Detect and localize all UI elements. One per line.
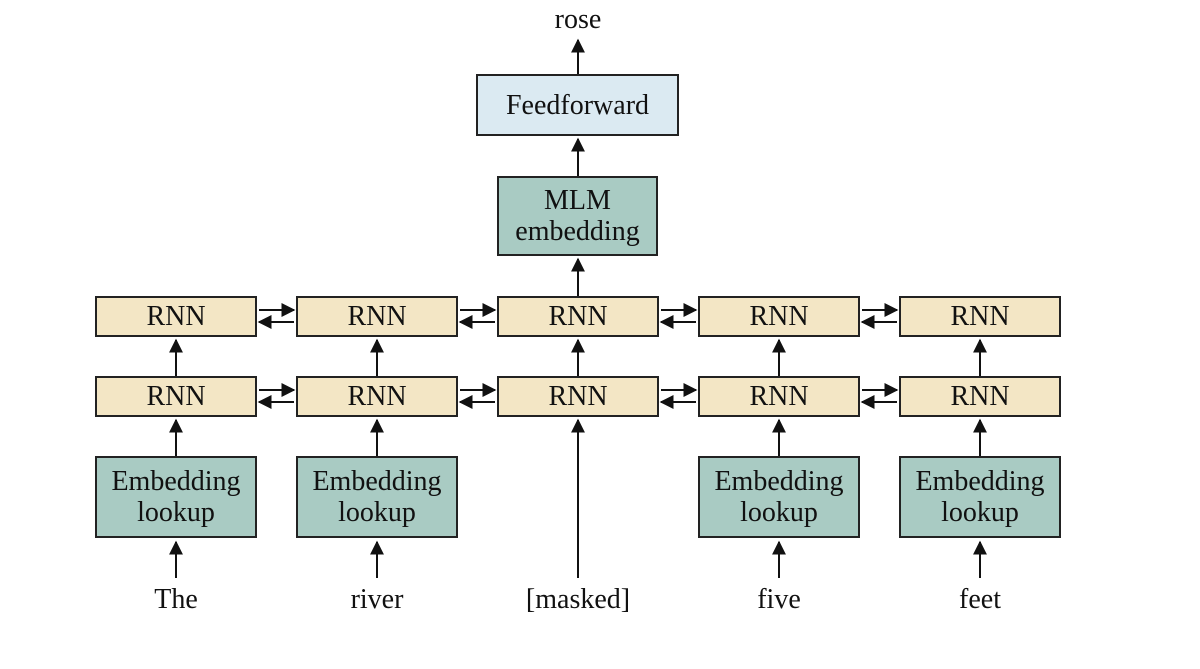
rnn-bottom-2-label: RNN (347, 381, 407, 412)
rnn-top-2-label: RNN (347, 301, 407, 332)
feedforward-box: Feedforward (476, 74, 679, 136)
mlm-embedding-line2: embedding (515, 216, 640, 247)
embedding-lookup-2-line1: Embedding (312, 466, 442, 497)
mlm-embedding-box: MLM embedding (497, 176, 658, 256)
input-word-1: The (154, 584, 198, 615)
mlm-embedding-line1: MLM (544, 185, 611, 216)
rnn-bottom-4-label: RNN (749, 381, 809, 412)
output-word-label: rose (554, 4, 602, 35)
embedding-lookup-5-line2: lookup (941, 497, 1019, 528)
rnn-bottom-3: RNN (497, 376, 659, 417)
input-word-4: five (757, 584, 801, 615)
rnn-top-4-label: RNN (749, 301, 809, 332)
rnn-bottom-4: RNN (698, 376, 860, 417)
rnn-top-1-label: RNN (146, 301, 206, 332)
embedding-lookup-4-line2: lookup (740, 497, 818, 528)
feedforward-label: Feedforward (505, 89, 650, 121)
input-word-3: [masked] (525, 584, 631, 615)
embedding-lookup-1-line1: Embedding (111, 466, 241, 497)
rnn-bottom-2: RNN (296, 376, 458, 417)
rnn-top-3-label: RNN (548, 301, 608, 332)
rnn-top-5: RNN (899, 296, 1061, 337)
input-word-2: river (350, 584, 404, 615)
rnn-top-2: RNN (296, 296, 458, 337)
input-word-5: feet (959, 584, 1001, 615)
rnn-bottom-3-label: RNN (548, 381, 608, 412)
rnn-bottom-1-label: RNN (146, 381, 206, 412)
embedding-lookup-2-line2: lookup (338, 497, 416, 528)
embedding-lookup-1-line2: lookup (137, 497, 215, 528)
rnn-top-5-label: RNN (950, 301, 1010, 332)
rnn-bottom-5-label: RNN (950, 381, 1010, 412)
rnn-top-1: RNN (95, 296, 257, 337)
embedding-lookup-4-line1: Embedding (714, 466, 844, 497)
arrows-layer (169, 38, 987, 578)
rnn-bottom-5: RNN (899, 376, 1061, 417)
embedding-lookup-5-line1: Embedding (915, 466, 1045, 497)
rnn-bottom-1: RNN (95, 376, 257, 417)
rnn-top-4: RNN (698, 296, 860, 337)
rnn-top-3: RNN (497, 296, 659, 337)
